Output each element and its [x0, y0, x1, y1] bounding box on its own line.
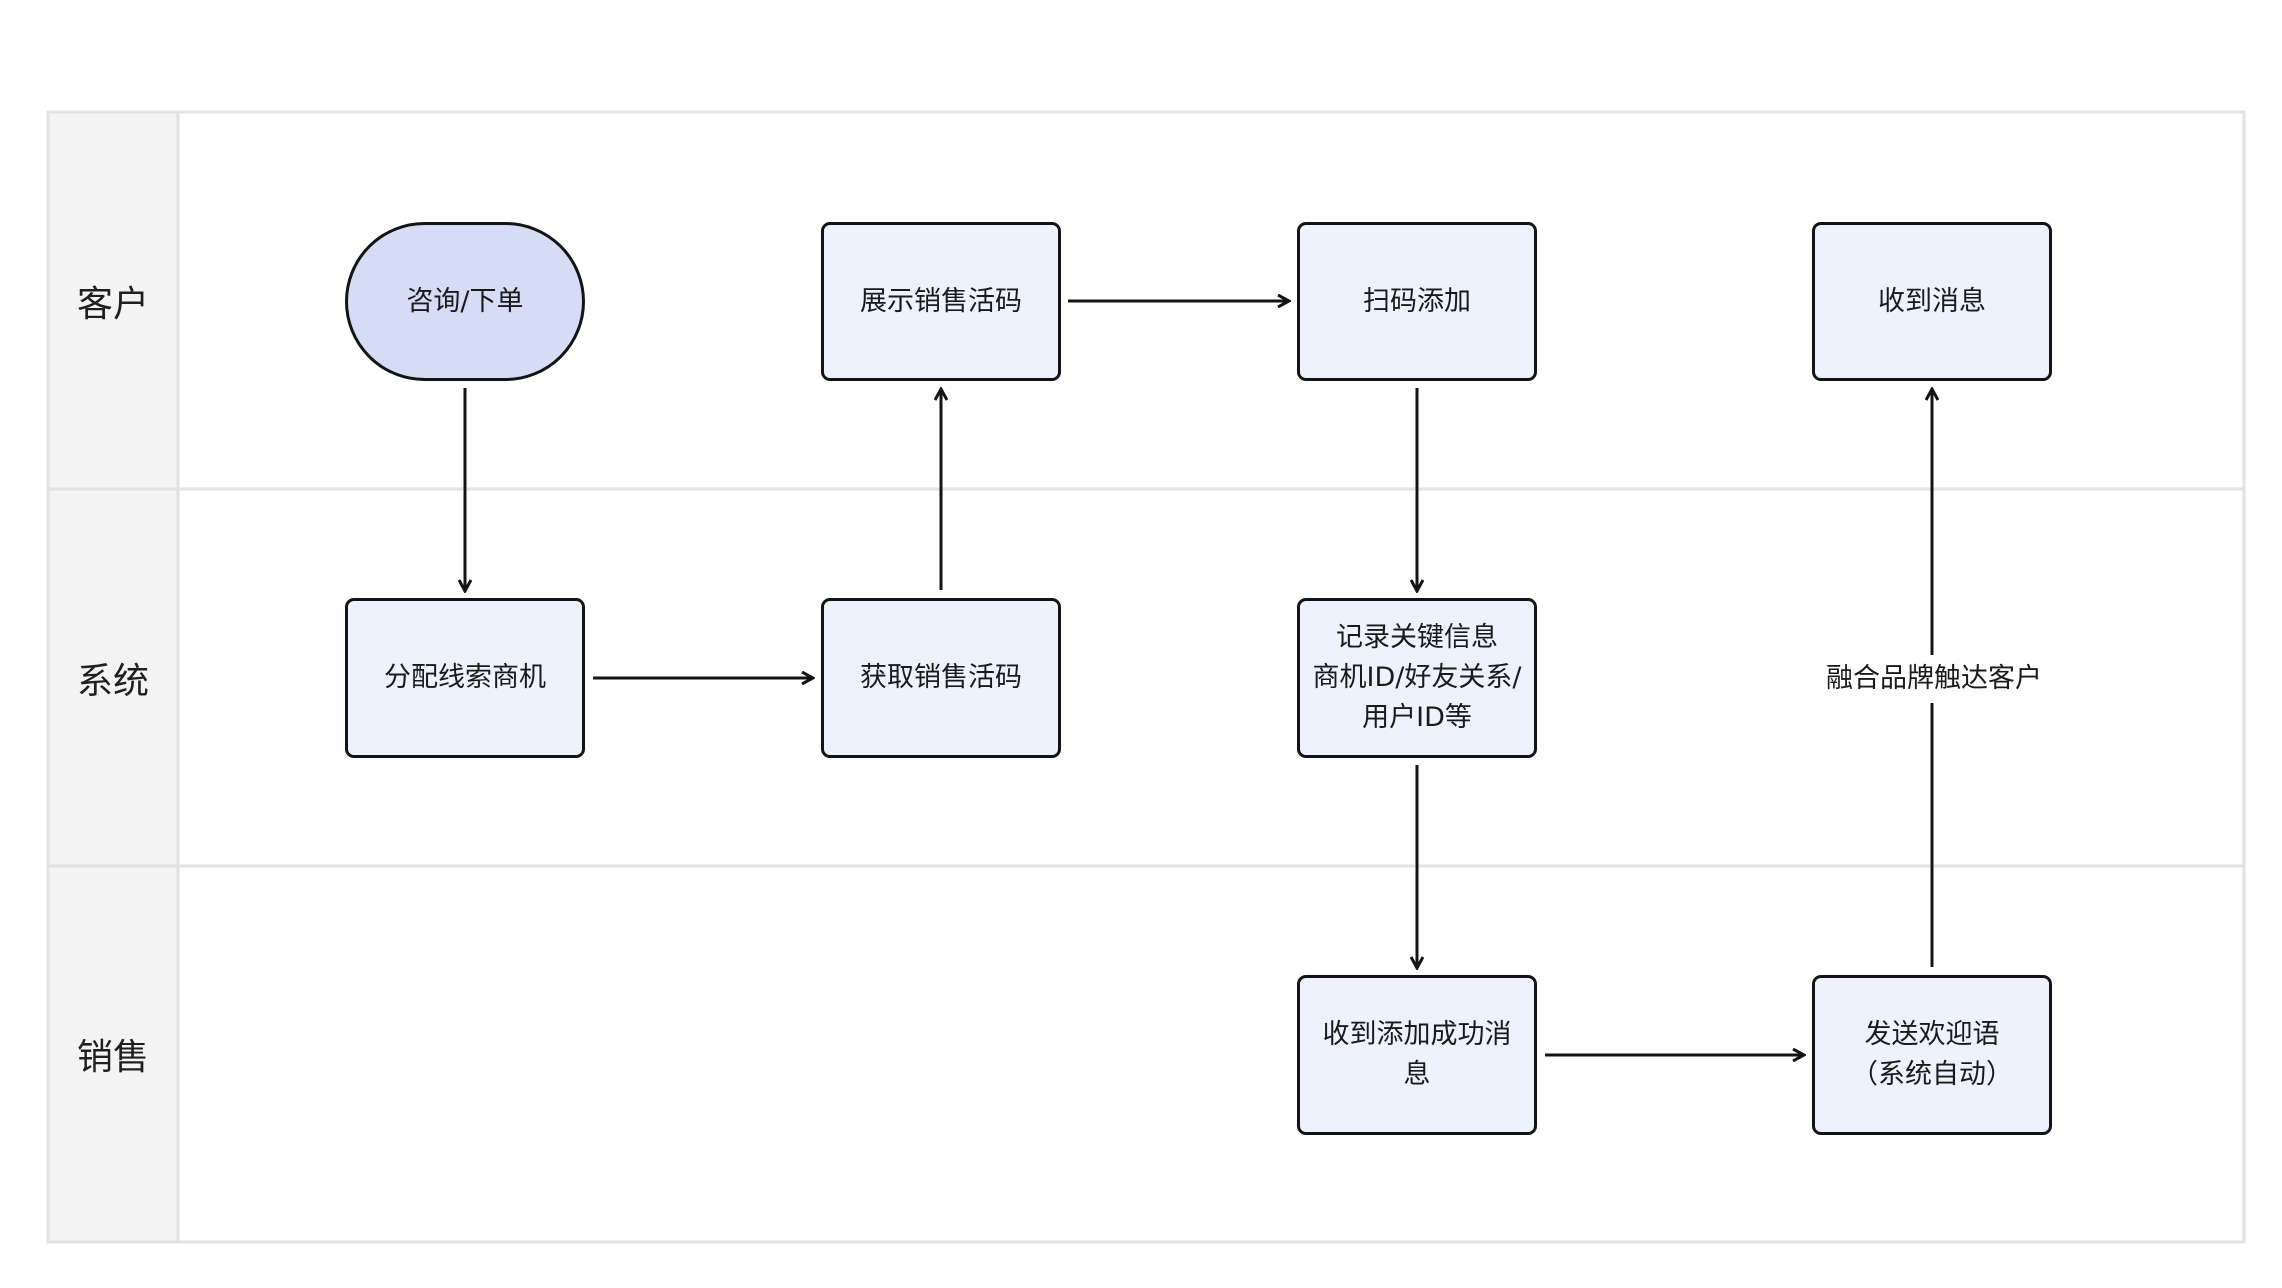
- node-inquire-order[interactable]: 咨询/下单: [345, 222, 585, 381]
- node-receive-add-success[interactable]: 收到添加成功消 息: [1297, 975, 1537, 1135]
- edge-label-brand-reach: 融合品牌触达客户: [1812, 655, 2056, 703]
- node-assign-lead[interactable]: 分配线索商机: [345, 598, 585, 758]
- lane-label-system: 系统: [76, 660, 149, 702]
- node-show-sales-code[interactable]: 展示销售活码: [821, 222, 1061, 381]
- node-scan-add[interactable]: 扫码添加: [1297, 222, 1537, 381]
- node-get-sales-code[interactable]: 获取销售活码: [821, 598, 1061, 758]
- node-send-welcome[interactable]: 发送欢迎语 （系统自动）: [1812, 975, 2052, 1135]
- lane-label-sales: 销售: [76, 1037, 149, 1078]
- lane-label-customer: 客户: [76, 283, 149, 325]
- node-receive-message[interactable]: 收到消息: [1812, 222, 2052, 381]
- node-record-info[interactable]: 记录关键信息 商机ID/好友关系/ 用户ID等: [1297, 598, 1537, 758]
